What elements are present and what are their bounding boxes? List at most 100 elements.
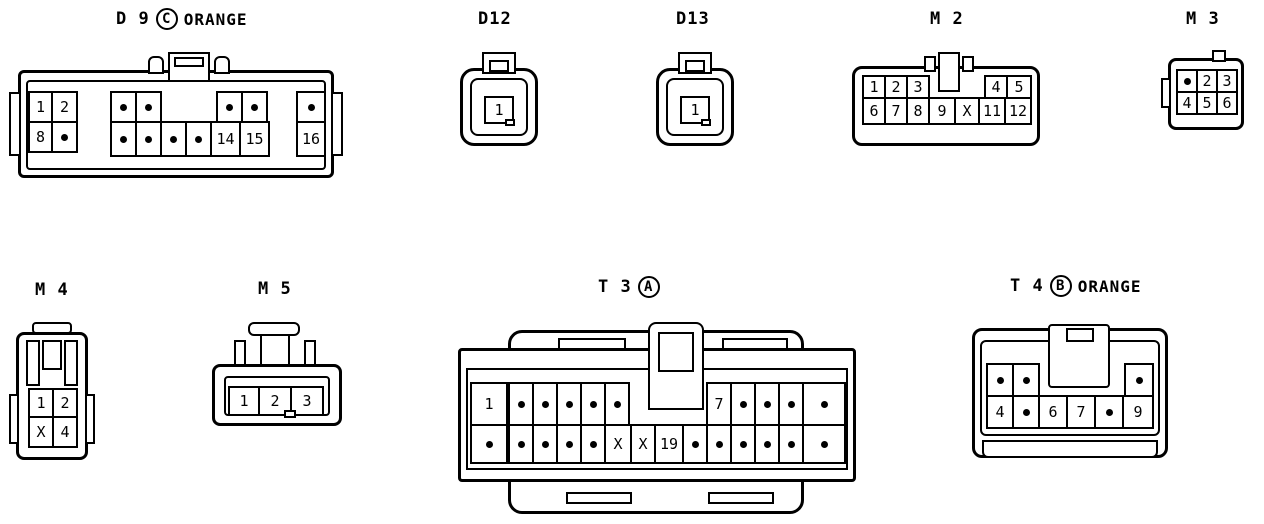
t3-label: T 3 A xyxy=(598,276,660,298)
m2-key-left xyxy=(924,56,936,72)
m5-label: M 5 xyxy=(258,279,292,299)
pin-dot xyxy=(517,440,525,448)
d13-latch-tab xyxy=(685,60,705,72)
t3-window-bl xyxy=(566,492,632,504)
m2-pin-3: 3 xyxy=(906,75,930,99)
m2-pin-9: 9 xyxy=(928,97,956,125)
t4-pin-dot xyxy=(1124,363,1154,397)
m4-pin-2: 2 xyxy=(52,388,78,418)
t4-pin-dot xyxy=(1012,395,1040,429)
t3-pin-bottom-10 xyxy=(706,424,732,464)
pin-dot xyxy=(691,440,699,448)
d9-ear-left xyxy=(9,92,21,156)
m4-latch-slot-left xyxy=(26,340,40,386)
m3-key xyxy=(1212,50,1226,62)
pin-dot xyxy=(820,440,828,448)
pin-number: 1 xyxy=(484,395,494,413)
m2-pin-1: 1 xyxy=(862,75,886,99)
m3-pin-2: 2 xyxy=(1196,69,1218,93)
d9-ear-right xyxy=(331,92,343,156)
pin-dot xyxy=(589,440,597,448)
m2-label: M 2 xyxy=(930,9,964,29)
m2-pin-x: X xyxy=(954,97,980,125)
pin-dot xyxy=(820,400,828,408)
t4-pin-dot xyxy=(986,363,1014,397)
t3-pin-bottom-14 xyxy=(802,424,846,464)
d12-inner xyxy=(470,78,528,136)
d9-pin-15: 15 xyxy=(239,121,270,157)
t3-pin-bottom-2 xyxy=(508,424,534,464)
d9-pin-1: 1 xyxy=(28,91,53,123)
pin-dot xyxy=(763,400,771,408)
pin-dot xyxy=(541,440,549,448)
m2-key-right xyxy=(962,56,974,72)
d12-code: D12 xyxy=(478,9,512,29)
t4-pin-dot xyxy=(1094,395,1124,429)
m4-code: M 4 xyxy=(35,280,69,300)
t4-pin-6: 6 xyxy=(1038,395,1068,429)
d9-pin-dot xyxy=(296,91,326,123)
m2-pin-6: 6 xyxy=(862,97,886,125)
d12-label: D12 xyxy=(478,9,512,29)
pin-dot xyxy=(541,400,549,408)
t4-variant-badge: B xyxy=(1049,275,1072,297)
m3-pin-3: 3 xyxy=(1216,69,1238,93)
d9-variant-badge: C xyxy=(155,8,178,30)
d9-pin-dot xyxy=(216,91,243,123)
t3-pin-bottom-4 xyxy=(556,424,582,464)
pin-dot xyxy=(565,400,573,408)
pin-number: 19 xyxy=(659,435,679,453)
d9-pin-dot xyxy=(160,121,187,157)
t4-pin-9: 9 xyxy=(1122,395,1154,429)
t3-pin-top-7: 7 xyxy=(706,382,732,426)
m4-pin-4: 4 xyxy=(52,416,78,448)
m5-pin-1: 1 xyxy=(228,386,260,416)
m4-ear-left xyxy=(9,394,19,444)
d9-pin-16: 16 xyxy=(296,121,326,157)
d9-pin-2: 2 xyxy=(51,91,78,123)
d13-label: D13 xyxy=(676,9,710,29)
t3-pin-bottom-11 xyxy=(730,424,756,464)
t3-pin-bottom-9 xyxy=(682,424,708,464)
d9-pin-14: 14 xyxy=(210,121,241,157)
m3-ear-left xyxy=(1161,78,1171,108)
t3-code: T 3 xyxy=(598,277,632,297)
t3-pin-bottom-8: 19 xyxy=(654,424,684,464)
d9-pin-dot xyxy=(110,91,137,123)
pin-dot xyxy=(715,440,723,448)
d13-pin-lock xyxy=(701,119,711,126)
d9-key-right xyxy=(214,56,230,74)
m2-latch xyxy=(938,52,960,92)
m3-code: M 3 xyxy=(1186,9,1220,29)
t4-color: ORANGE xyxy=(1077,276,1142,296)
d9-pin-dot xyxy=(241,91,268,123)
m2-pin-5: 5 xyxy=(1006,75,1032,99)
t3-pin-top-4 xyxy=(556,382,582,426)
pin-dot xyxy=(517,400,525,408)
m4-latch-slot-right xyxy=(64,340,78,386)
m3-pin-6: 6 xyxy=(1216,91,1238,115)
d9-label: D 9 C ORANGE xyxy=(116,8,248,30)
t3-pin-top-8 xyxy=(730,382,756,426)
m2-code: M 2 xyxy=(930,9,964,29)
t3-pin-top-1: 1 xyxy=(470,382,508,426)
m2-pin-4: 4 xyxy=(984,75,1008,99)
m4-pin-x: X xyxy=(28,416,54,448)
d9-latch-tab xyxy=(174,57,204,67)
pin-dot xyxy=(485,440,493,448)
t4-code: T 4 xyxy=(1010,276,1044,296)
t3-variant-badge: A xyxy=(637,276,660,298)
t3-window-br xyxy=(708,492,774,504)
t3-pin-top-5 xyxy=(580,382,606,426)
m3-pin-dot xyxy=(1176,69,1198,93)
t4-pin-dot xyxy=(1012,363,1040,397)
t3-latch-inner xyxy=(658,332,694,372)
d9-pin-dot xyxy=(135,91,162,123)
m2-pin-2: 2 xyxy=(884,75,908,99)
d9-pin-dot xyxy=(51,121,78,153)
t3-pin-top-6 xyxy=(604,382,630,426)
t3-pin-top-9 xyxy=(754,382,780,426)
t4-footer xyxy=(982,440,1158,458)
m3-pin-4: 4 xyxy=(1176,91,1198,115)
d9-pin-dot xyxy=(135,121,162,157)
